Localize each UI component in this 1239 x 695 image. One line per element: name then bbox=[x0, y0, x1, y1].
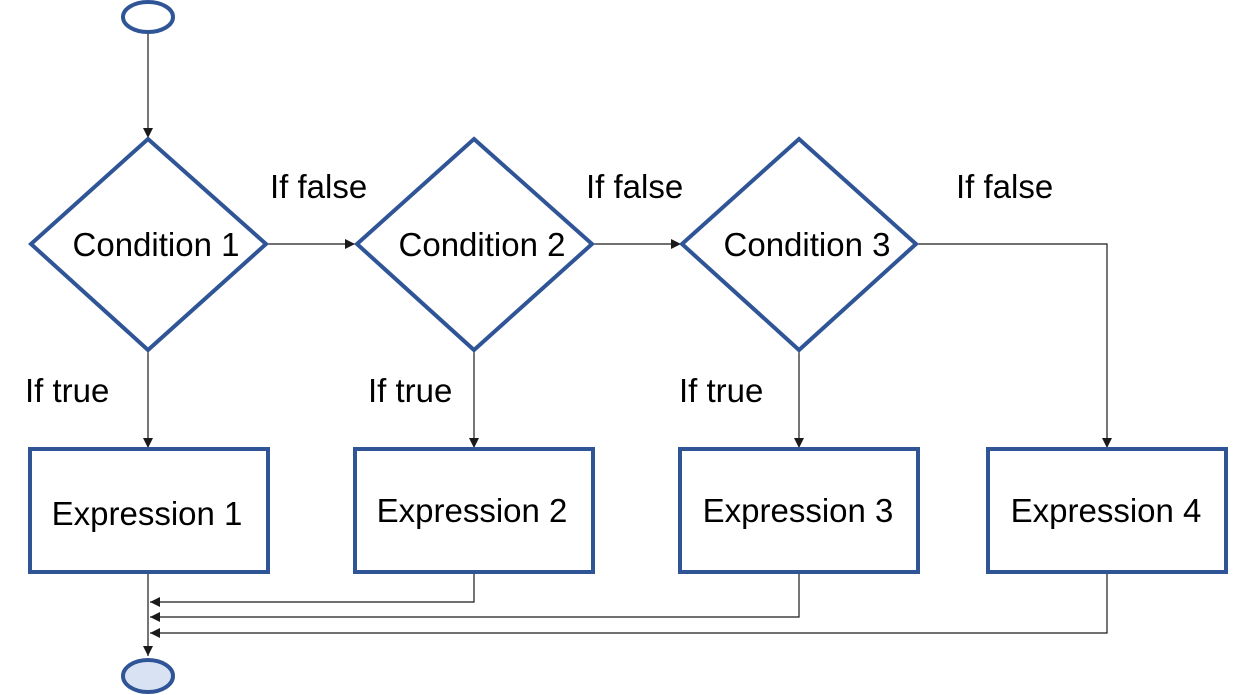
condition-1-label: Condition 1 bbox=[73, 226, 240, 263]
expression-1-label: Expression 1 bbox=[52, 495, 243, 532]
condition-3-false-label: If false bbox=[956, 168, 1053, 205]
condition-2-diamond bbox=[354, 136, 596, 353]
expression-1-box bbox=[28, 447, 270, 574]
expression-3-label: Expression 3 bbox=[703, 492, 894, 529]
edge-expression-3-merge bbox=[150, 572, 800, 622]
expression-3-box bbox=[678, 447, 920, 574]
expression-4-box bbox=[986, 447, 1228, 574]
edge-condition-3-false bbox=[917, 243, 1112, 448]
condition-2-false-label: If false bbox=[586, 168, 683, 205]
condition-3-true-label: If true bbox=[679, 372, 763, 409]
condition-1-true-label: If true bbox=[25, 372, 109, 409]
start-node bbox=[121, 0, 175, 34]
edge-expression-4-merge bbox=[150, 572, 1108, 638]
end-node bbox=[121, 658, 175, 694]
condition-2-label: Condition 2 bbox=[399, 226, 566, 263]
condition-3-diamond bbox=[679, 136, 919, 353]
expression-2-label: Expression 2 bbox=[377, 492, 568, 529]
expression-4-label: Expression 4 bbox=[1011, 492, 1202, 529]
expression-2-box bbox=[353, 447, 595, 574]
condition-1-false-label: If false bbox=[270, 168, 367, 205]
condition-1-diamond bbox=[28, 136, 270, 353]
condition-2-true-label: If true bbox=[368, 372, 452, 409]
edge-expression-2-merge bbox=[150, 572, 475, 607]
condition-3-label: Condition 3 bbox=[724, 226, 891, 263]
